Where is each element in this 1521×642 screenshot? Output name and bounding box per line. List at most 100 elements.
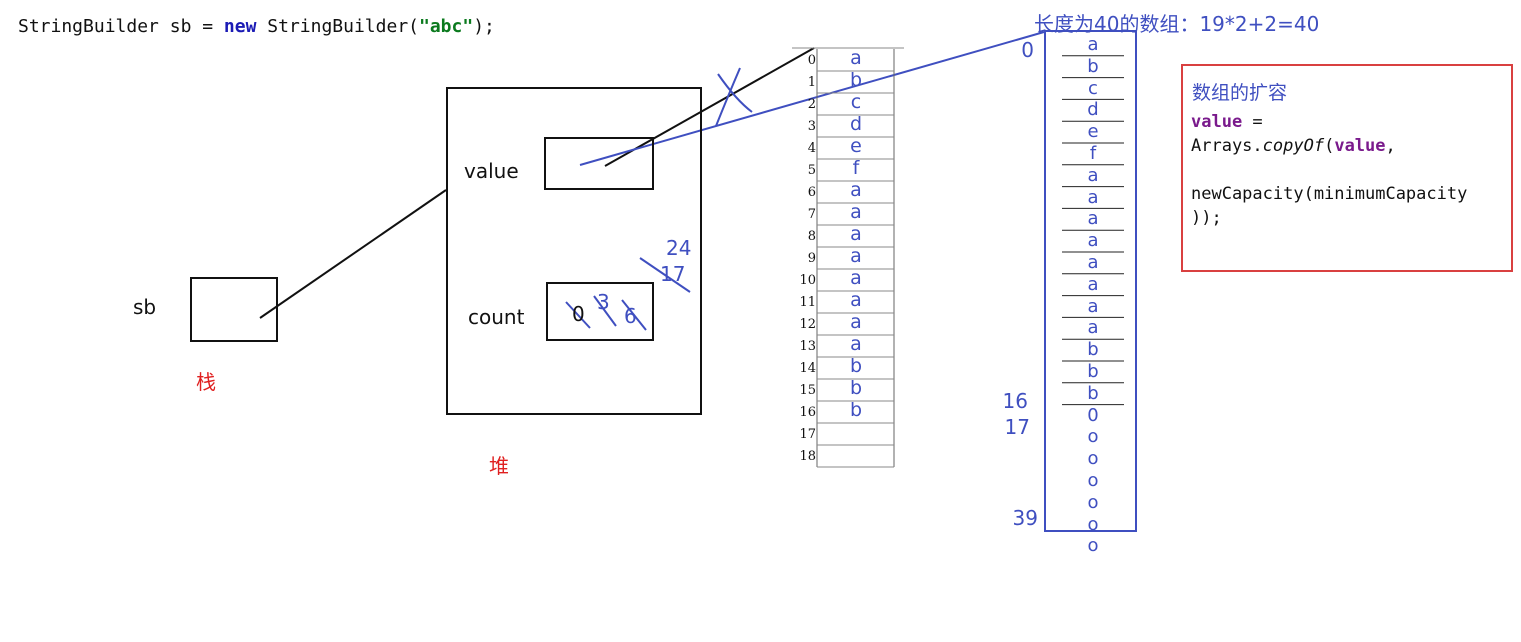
old-array-value: a bbox=[850, 179, 862, 201]
new-array-value: f bbox=[1089, 143, 1097, 164]
old-array-value: b bbox=[849, 69, 863, 91]
value-field-label: value bbox=[464, 159, 519, 183]
old-array-value: a bbox=[850, 223, 862, 245]
new-array-index-39: 39 bbox=[1012, 506, 1038, 530]
old-array-value: f bbox=[852, 157, 860, 179]
count-field-label: count bbox=[468, 305, 525, 329]
old-array-index: 18 bbox=[799, 449, 816, 464]
new-array-value: o bbox=[1087, 470, 1099, 491]
old-array-value: e bbox=[850, 135, 862, 157]
new-array-value: a bbox=[1087, 295, 1099, 317]
code-end: ); bbox=[473, 16, 495, 37]
old-array-value: b bbox=[849, 399, 863, 421]
capacity-value-24: 24 bbox=[666, 236, 692, 260]
old-array-index: 4 bbox=[807, 141, 816, 156]
count-strike-1 bbox=[565, 301, 591, 329]
new-array-value: a bbox=[1087, 164, 1099, 186]
new-array-value: a bbox=[1087, 273, 1099, 295]
old-array-index: 1 bbox=[807, 75, 816, 90]
stack-label: 栈 bbox=[196, 370, 216, 394]
new-array-index-17: 17 bbox=[1004, 415, 1030, 439]
value-field-box bbox=[544, 137, 654, 190]
new-array-value: o bbox=[1087, 513, 1099, 535]
count-strike-2 bbox=[593, 295, 617, 327]
old-array-index: 13 bbox=[799, 339, 816, 354]
count-value-6: 6 bbox=[624, 304, 637, 328]
old-array-index: 7 bbox=[807, 207, 816, 222]
old-array-value: d bbox=[849, 113, 863, 135]
old-array-index: 11 bbox=[799, 295, 816, 310]
capacity-strike bbox=[639, 257, 691, 293]
new-array-value: o bbox=[1087, 535, 1099, 557]
old-array-value: a bbox=[850, 267, 862, 289]
old-array-index: 2 bbox=[807, 97, 816, 112]
capacity-value-17: 17 bbox=[660, 262, 686, 286]
new-array-value: a bbox=[1087, 230, 1099, 252]
new-array-value: e bbox=[1087, 121, 1099, 143]
count-value-3: 3 bbox=[597, 290, 610, 314]
code-literal: "abc" bbox=[419, 16, 474, 37]
note-arrays: Arrays. bbox=[1191, 136, 1263, 156]
count-field-box bbox=[546, 282, 654, 341]
new-array-value: a bbox=[1087, 317, 1099, 339]
old-array-value: b bbox=[849, 377, 863, 399]
old-array-index: 5 bbox=[807, 163, 816, 178]
new-array-value: b bbox=[1087, 382, 1099, 404]
note-paren: ( bbox=[1324, 136, 1335, 156]
old-array-index: 8 bbox=[807, 229, 816, 244]
new-array-index-0: 0 bbox=[1021, 38, 1034, 62]
old-array-grid bbox=[816, 49, 895, 468]
note-close: )); bbox=[1191, 208, 1222, 228]
new-array-value: b bbox=[1087, 55, 1099, 77]
code-ctor: StringBuilder( bbox=[256, 16, 419, 37]
sb-pointer-line bbox=[259, 189, 447, 319]
note-code: value = Arrays.copyOf(value, newCapacity… bbox=[1191, 110, 1467, 230]
new-array-value: d bbox=[1087, 99, 1099, 121]
note-value-arg: value bbox=[1334, 136, 1386, 156]
new-array-value: a bbox=[1087, 208, 1099, 230]
new-array-value: b bbox=[1087, 361, 1099, 382]
code-var: sb = bbox=[158, 16, 224, 37]
count-value-0: 0 bbox=[572, 302, 585, 326]
old-array-index: 3 bbox=[807, 119, 816, 134]
new-array-value: b bbox=[1087, 339, 1099, 361]
old-array-index: 17 bbox=[799, 427, 816, 442]
new-array-title: 长度为40的数组：19*2+2=40 bbox=[1034, 12, 1320, 36]
old-array-value: a bbox=[850, 333, 862, 355]
old-array-index: 0 bbox=[807, 53, 816, 68]
old-array-value: a bbox=[850, 289, 862, 311]
note-newcapacity: newCapacity(minimumCapacity bbox=[1191, 184, 1468, 204]
old-array-index: 16 bbox=[799, 405, 816, 420]
new-array-value: a bbox=[1087, 34, 1099, 55]
new-array-index-16: 16 bbox=[1002, 389, 1028, 413]
old-array-index: 14 bbox=[799, 361, 816, 376]
new-array-grid bbox=[1062, 55, 1124, 406]
code-type: StringBuilder bbox=[18, 16, 159, 37]
code-new-keyword: new bbox=[223, 16, 257, 37]
sb-stack-box bbox=[190, 277, 278, 342]
sb-label: sb bbox=[133, 295, 157, 319]
old-array-value: a bbox=[850, 47, 862, 69]
new-array-box bbox=[1044, 30, 1137, 532]
old-array-index: 9 bbox=[807, 251, 816, 266]
old-array-value: b bbox=[849, 355, 863, 377]
note-comma: , bbox=[1385, 136, 1396, 156]
count-strike-3 bbox=[621, 299, 647, 331]
old-array-value: a bbox=[850, 245, 862, 267]
code-line: StringBuilder sb = new StringBuilder("ab… bbox=[18, 16, 495, 37]
new-array-value: 0 bbox=[1087, 404, 1099, 426]
note-copyof: copyOf bbox=[1262, 136, 1325, 156]
old-array-index: 12 bbox=[799, 317, 816, 332]
new-array-value: o bbox=[1087, 491, 1099, 513]
new-array-value: o bbox=[1087, 426, 1099, 448]
expansion-note: 数组的扩容 value = Arrays.copyOf(value, newCa… bbox=[1181, 64, 1513, 272]
old-array-value: a bbox=[850, 201, 862, 223]
new-array-value: o bbox=[1087, 448, 1099, 470]
old-array-index: 15 bbox=[799, 383, 816, 398]
old-array-index: 6 bbox=[807, 185, 816, 200]
heap-object-box bbox=[446, 87, 702, 415]
note-eq: = bbox=[1242, 112, 1263, 132]
cross-mark bbox=[715, 67, 753, 127]
value-old-pointer-line bbox=[604, 47, 815, 167]
